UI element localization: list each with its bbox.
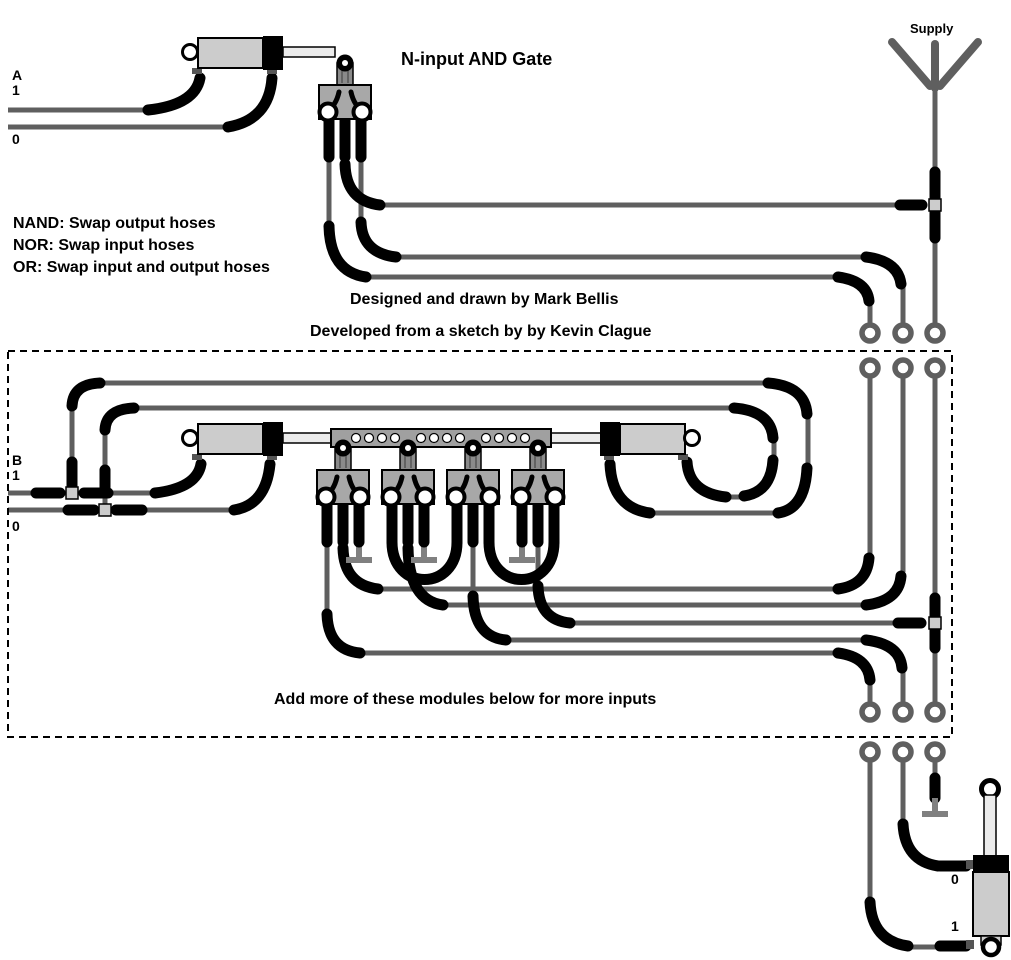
b1-t-junction-icon — [65, 486, 79, 500]
hose-network-black — [30, 72, 972, 952]
input-a-low-label: 0 — [12, 131, 20, 147]
module-valve-1 — [317, 440, 369, 543]
supply-extension-plug-icon — [922, 798, 948, 817]
input-b-label: B — [12, 452, 23, 468]
module-box-border — [7, 350, 953, 738]
valve-a — [319, 55, 371, 158]
module-valve-3 — [447, 440, 499, 543]
credit-author: Designed and drawn by Mark Bellis — [350, 291, 619, 308]
module-caption: Add more of these modules below for more… — [274, 691, 657, 708]
module-valve-2 — [382, 440, 434, 543]
input-b-high-label: 1 — [12, 467, 20, 483]
input-a-label: A — [12, 67, 23, 83]
output-high-label: 1 — [951, 918, 959, 934]
input-b-low-label: 0 — [12, 518, 20, 534]
technic-beam — [330, 428, 552, 448]
output-low-label: 0 — [951, 871, 959, 887]
b0-t-junction-icon — [98, 503, 112, 517]
supply-label: Supply — [910, 21, 954, 36]
note-nand: NAND: Swap output hoses — [13, 215, 216, 232]
module-cylinder-right — [544, 422, 701, 460]
cylinder-a — [181, 34, 337, 76]
output-cylinder — [966, 778, 1010, 958]
module-valve-4 — [512, 440, 564, 543]
note-or: OR: Swap input and output hoses — [13, 259, 270, 276]
credit-sketch: Developed from a sketch by by Kevin Clag… — [310, 323, 652, 340]
module-supply-t-junction-icon — [928, 616, 942, 630]
input-a-high-label: 1 — [12, 82, 20, 98]
note-nor: NOR: Swap input hoses — [13, 237, 195, 254]
module-cylinder-left — [181, 420, 337, 462]
supply-fork-icon — [888, 38, 982, 92]
supply-t-junction-icon — [928, 198, 942, 212]
diagram-title: N-input AND Gate — [401, 49, 553, 69]
